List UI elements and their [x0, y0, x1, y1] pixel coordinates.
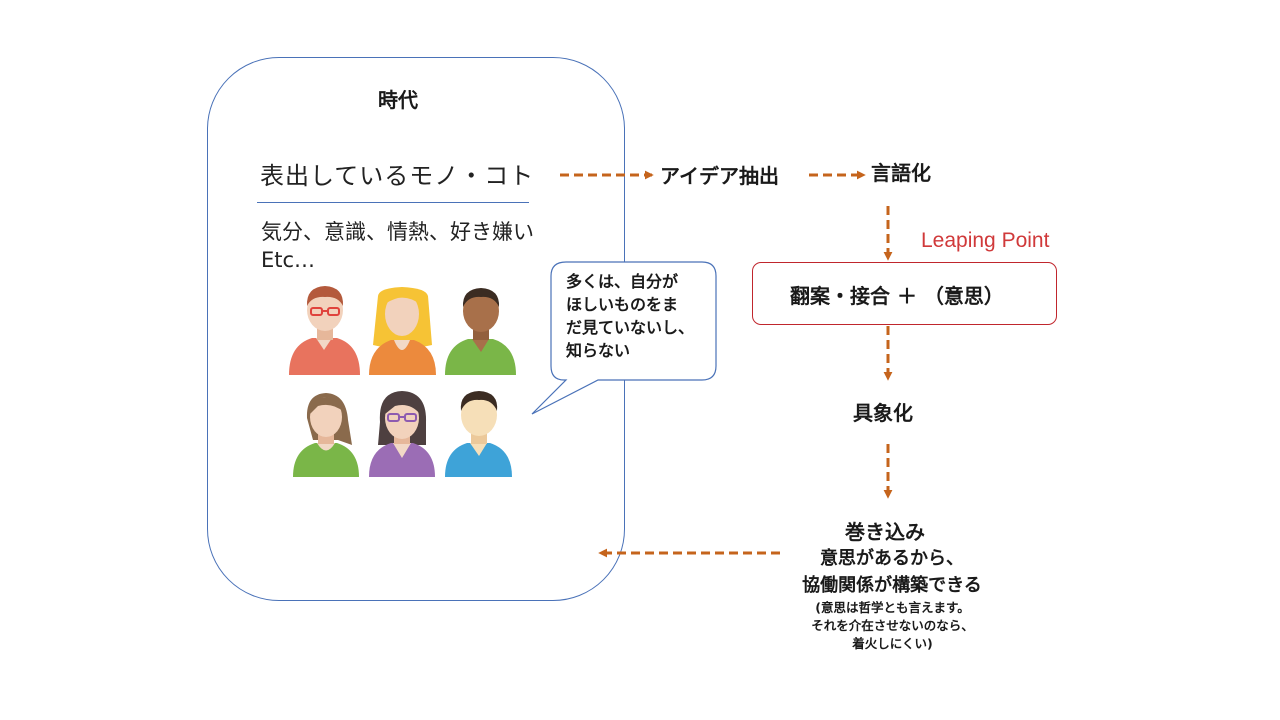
callout-line-2: ほしいものをま [566, 295, 679, 314]
callout-line-1: 多くは、自分が [566, 272, 679, 291]
person-4-icon [293, 393, 359, 477]
proposal-box [752, 262, 1057, 325]
callout-line-3: だ見ていないし、 [566, 318, 695, 337]
idea-extraction-step: アイデア抽出 [660, 164, 779, 188]
feelings-text: 気分、意識、情熱、好き嫌い Etc… [261, 218, 534, 274]
leaping-point-label: Leaping Point [921, 229, 1050, 252]
feelings-line-1: 気分、意識、情熱、好き嫌い [261, 220, 534, 244]
verbalization-step: 言語化 [871, 161, 931, 185]
callout-text: 多くは、自分が ほしいものをま だ見ていないし、 知らない [566, 270, 694, 362]
concretization-step: 具象化 [853, 401, 913, 425]
reason-line-2: 協働関係が構築できる [802, 575, 982, 596]
person-3-icon [445, 288, 516, 375]
speech-callout [531, 261, 717, 415]
involvement-step: 巻き込み [845, 520, 925, 544]
proposal-step: 翻案・接合 ＋ （意思） [790, 284, 1004, 308]
note-line-1: (意思は哲学とも言えます。 [815, 600, 970, 615]
person-1-icon [289, 286, 360, 375]
reason-line-1: 意思があるから、 [820, 548, 964, 569]
divider-line [257, 202, 529, 203]
people-group-icon [289, 286, 516, 477]
note-line-2: それを介在させないのなら、 [811, 618, 974, 633]
feelings-line-2: Etc… [261, 248, 316, 272]
visible-things-label: 表出しているモノ・コト [260, 162, 535, 190]
philosophy-note: (意思は哲学とも言えます。 それを介在させないのなら、 着火しにくい) [770, 599, 1015, 653]
era-title: 時代 [378, 88, 418, 112]
person-6-icon [445, 391, 512, 477]
note-line-3: 着火しにくい) [852, 636, 933, 651]
involvement-reason: 意思があるから、 協働関係が構築できる [781, 545, 1003, 599]
person-2-icon [369, 287, 436, 375]
callout-line-4: 知らない [566, 341, 631, 360]
person-5-icon [369, 391, 435, 477]
